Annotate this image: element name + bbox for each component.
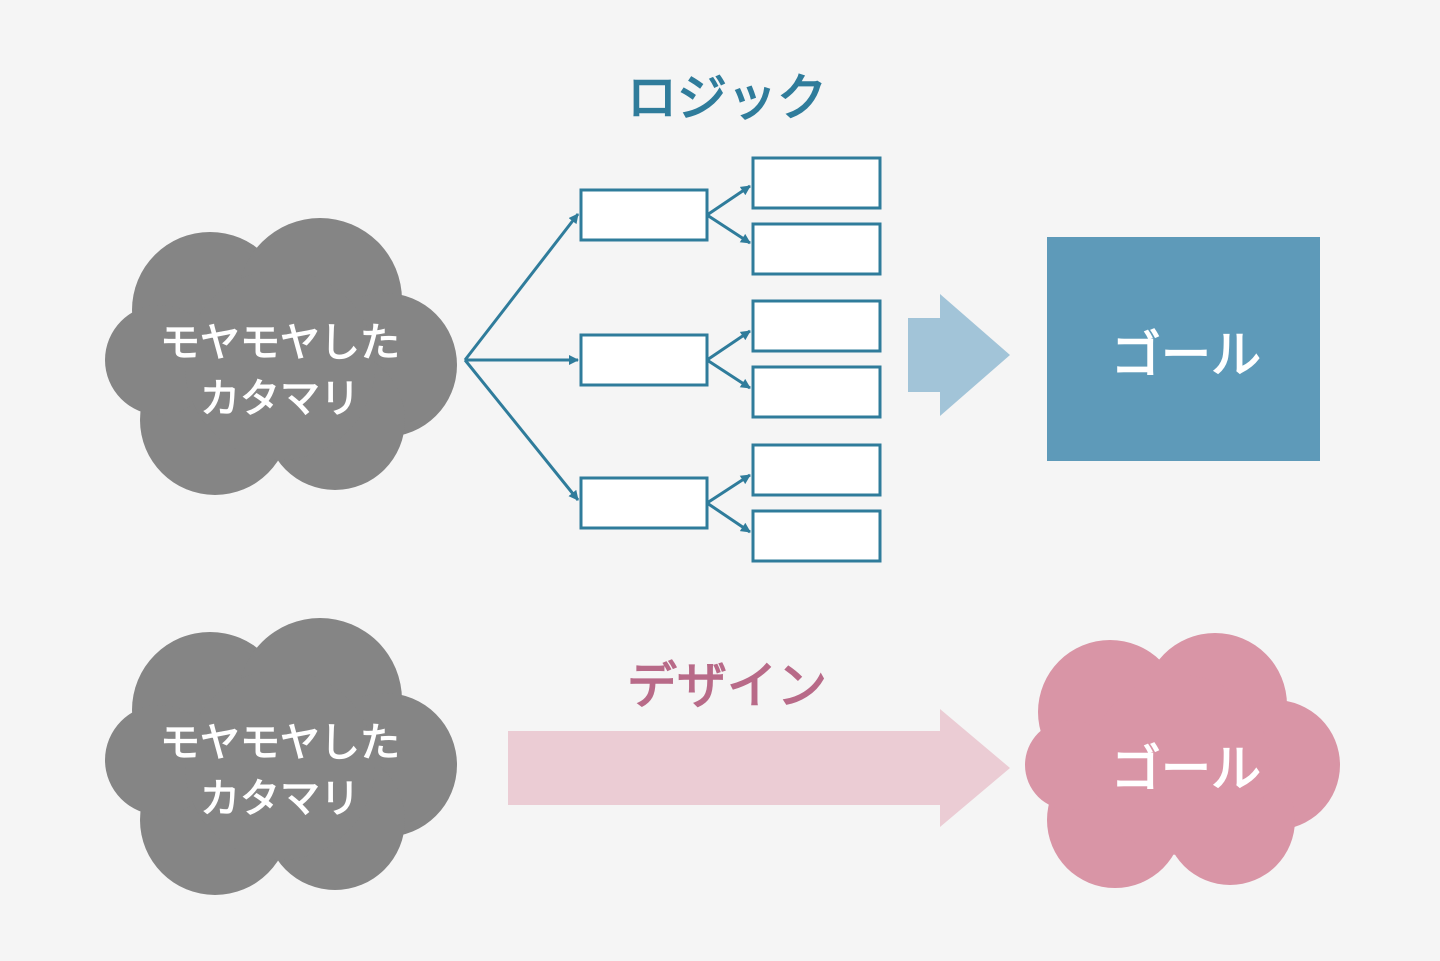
design-title: デザイン xyxy=(627,657,827,715)
sub-arrow-3b xyxy=(706,501,751,534)
sub-arrow-1a xyxy=(706,184,751,217)
design-goal-arrow xyxy=(508,709,1010,827)
logic-branch-arrows-level2 xyxy=(706,184,751,534)
logic-subbox-1b xyxy=(751,222,882,276)
sub-arrow-2a xyxy=(706,329,751,362)
branch-arrow-top xyxy=(463,213,580,361)
logic-cloud-line2: カタマリ xyxy=(200,376,360,422)
design-source-cloud: モヤモヤした カタマリ xyxy=(105,618,457,895)
logic-subbox-3a xyxy=(751,443,882,497)
logic-level1-boxes xyxy=(579,188,709,530)
logic-cloud-line1: モヤモヤした xyxy=(160,320,400,366)
design-goal-cloud: ゴール xyxy=(1025,633,1340,888)
logic-box-1 xyxy=(579,188,709,242)
design-cloud-line2: カタマリ xyxy=(200,776,360,822)
branch-arrow-bottom xyxy=(463,359,580,501)
logic-subbox-3b xyxy=(751,509,882,563)
logic-box-2 xyxy=(579,333,709,387)
logic-subbox-2b xyxy=(751,365,882,419)
logic-subbox-2a xyxy=(751,299,882,353)
logic-goal-label: ゴール xyxy=(1111,326,1261,384)
sub-arrow-1b xyxy=(706,213,751,245)
logic-source-cloud: モヤモヤした カタマリ xyxy=(105,218,457,495)
design-goal-label: ゴール xyxy=(1111,740,1261,798)
sub-arrow-3a xyxy=(706,473,751,505)
design-cloud-line1: モヤモヤした xyxy=(160,720,400,766)
logic-box-3 xyxy=(579,476,709,530)
logic-branch-arrows-level1 xyxy=(463,213,580,501)
logic-goal-box: ゴール xyxy=(1047,237,1320,461)
sub-arrow-2b xyxy=(706,358,751,390)
logic-level2-boxes xyxy=(751,156,882,563)
logic-subbox-1a xyxy=(751,156,882,210)
logic-goal-arrow xyxy=(908,294,1010,416)
logic-title: ロジック xyxy=(627,69,827,127)
